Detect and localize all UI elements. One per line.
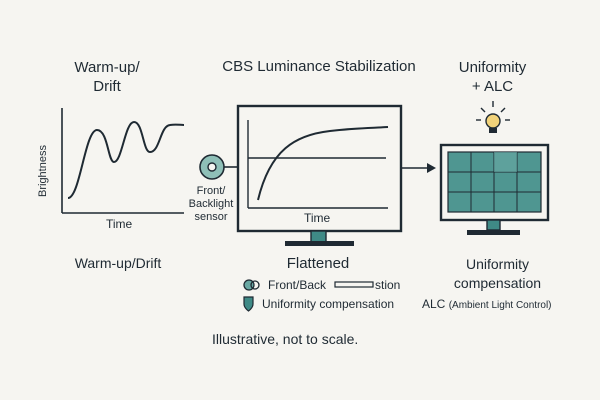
bulb-base [489, 128, 497, 133]
legend-item-sensor-tail: stion [375, 278, 401, 292]
sensor-inner [207, 162, 217, 172]
shield-icon [243, 296, 254, 312]
monitor-neck [310, 230, 327, 243]
stabilized-curve [257, 126, 389, 201]
heading-warmup-drift: Warm-up/ Drift [74, 59, 140, 95]
drift-curve [67, 120, 185, 199]
legend-item-alc: ALC (Ambient Light Control) [422, 297, 552, 311]
caption-uniformity-compensation: Uniformity compensation [453, 256, 542, 291]
monitor-base [285, 241, 354, 246]
legend-alc-prefix: ALC [422, 297, 446, 311]
legend-item-sensor: Front/Back [268, 278, 327, 292]
legend-line-icon [334, 281, 374, 288]
footer-note: Illustrative, not to scale. [212, 331, 359, 347]
sensor-label: Front/ Backlight sensor [188, 185, 234, 223]
heading-cbs-luminance: CBS Luminance Stabilization [222, 58, 416, 75]
right-monitor-base [467, 230, 520, 235]
monitor-plot-x-label: Time [304, 211, 331, 225]
legend-item-uniformity: Uniformity compensation [262, 297, 395, 311]
left-plot-y-label: Brightness [37, 145, 49, 197]
right-monitor [439, 143, 550, 235]
bulb-glass [485, 113, 501, 129]
caption-warmup-drift: Warm-up/Drift [74, 255, 162, 271]
light-bulb [476, 101, 510, 133]
legend-icons [243, 279, 374, 312]
right-monitor-neck [486, 219, 501, 231]
heading-uniformity-alc: Uniformity + ALC [458, 59, 527, 95]
sensor [199, 154, 238, 180]
left-plot-x-label: Time [106, 217, 133, 231]
caption-flattened: Flattened [286, 255, 350, 272]
grid-cell-highlight [494, 152, 517, 172]
center-monitor [236, 104, 403, 246]
legend-alc-detail: (Ambient Light Control) [448, 300, 552, 311]
left-plot [61, 108, 185, 214]
arrow-head [427, 163, 436, 173]
flow-arrow [401, 163, 436, 173]
